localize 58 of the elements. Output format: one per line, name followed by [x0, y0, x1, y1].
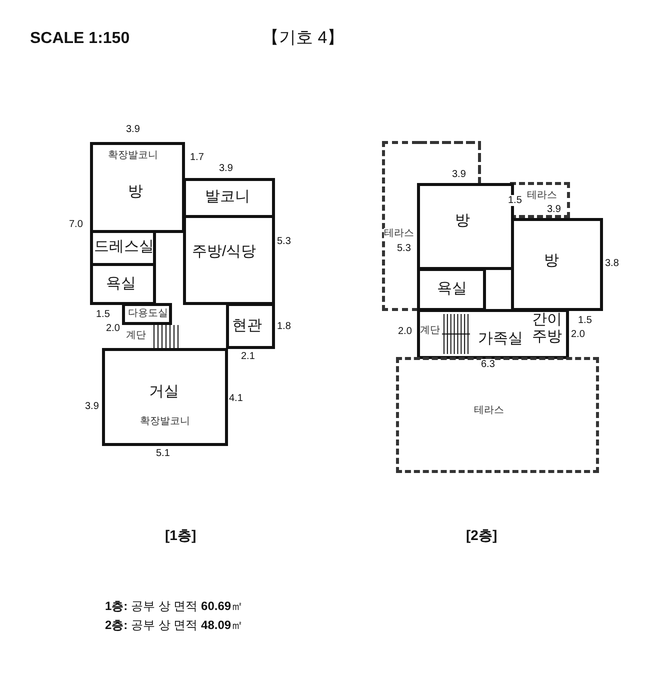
room [417, 268, 486, 311]
room [511, 218, 603, 311]
dimension-label: 3.9 [219, 163, 233, 174]
dimension-label: 2.0 [106, 323, 120, 334]
area-label: 다용도실 [128, 308, 168, 319]
area-label: 테라스 [474, 405, 504, 416]
room-name: 욕실 [106, 276, 136, 292]
room-name: 드레스실 [94, 239, 154, 256]
dimension-label: 5.3 [277, 236, 291, 247]
dimension-label: 1.7 [190, 152, 204, 163]
dimension-label: 3.9 [547, 204, 561, 215]
dimension-label: 2.0 [571, 329, 585, 340]
area-label: 계단 [420, 325, 440, 336]
dimension-label: 4.1 [229, 393, 243, 404]
stair-area [420, 312, 472, 356]
area-label: 확장발코니 [108, 150, 158, 161]
dimension-label: 2.0 [398, 326, 412, 337]
dimension-label: 3.9 [452, 169, 466, 180]
room-name: 주방/식당 [192, 244, 256, 260]
room-name: 방 [455, 213, 470, 230]
floor-caption: [2층] [466, 528, 498, 544]
room-name: 발코니 [205, 189, 250, 206]
dimension-label: 5.1 [156, 448, 170, 459]
room-name: 방 [544, 253, 559, 270]
room-name: 현관 [232, 318, 262, 334]
room-name: 거실 [149, 384, 179, 400]
dimension-label: 3.9 [126, 124, 140, 135]
floor-caption: [1층] [165, 528, 196, 544]
room-name: 간이 주방 [531, 312, 563, 345]
room-name: 가족실 [478, 331, 523, 348]
room [90, 142, 185, 233]
area-label: 테라스 [527, 190, 557, 201]
dimension-label: 5.3 [397, 243, 411, 254]
area-label: 확장발코니 [140, 416, 190, 427]
terrace-area [396, 357, 599, 473]
dimension-label: 2.1 [241, 351, 255, 362]
room-name: 욕실 [437, 281, 467, 298]
room [90, 230, 156, 266]
dimension-label: 1.5 [508, 195, 522, 206]
dimension-label: 3.9 [85, 401, 99, 412]
dimension-label: 6.3 [481, 359, 495, 370]
room-name: 방 [128, 184, 143, 200]
dimension-label: 7.0 [69, 219, 83, 230]
room [122, 303, 172, 325]
dimension-label: 1.8 [277, 321, 291, 332]
room [102, 348, 228, 446]
dimension-label: 1.5 [578, 315, 592, 326]
dimension-label: 3.8 [605, 258, 619, 269]
area-note: 1층: 공부 상 면적 60.69㎡ [105, 600, 244, 614]
room [183, 215, 275, 305]
area-label: 계단 [126, 330, 146, 341]
area-label: 테라스 [384, 228, 414, 239]
dimension-label: 1.5 [96, 309, 110, 320]
room [226, 303, 275, 349]
area-note: 2층: 공부 상 면적 48.09㎡ [105, 619, 244, 632]
room [183, 178, 275, 218]
room [90, 263, 156, 305]
room [417, 309, 569, 359]
